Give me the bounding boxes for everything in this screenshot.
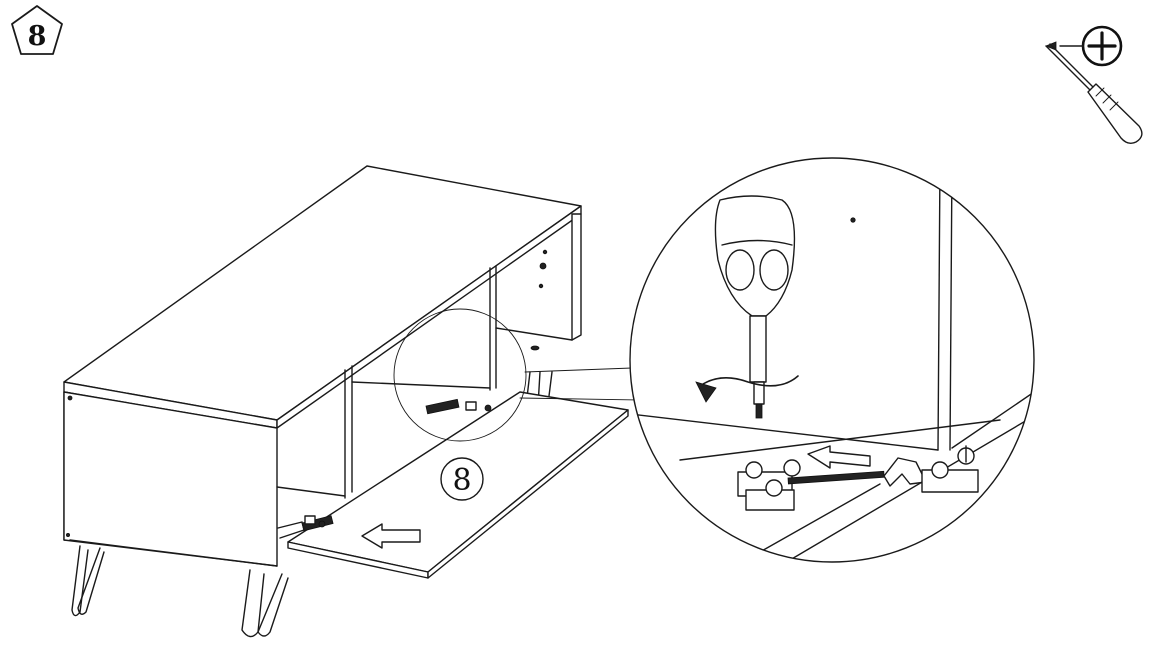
insert-direction-arrow <box>807 445 871 469</box>
screwdriver-detail <box>695 195 799 419</box>
door-panel: 8 <box>277 391 629 579</box>
hinge-top <box>425 398 492 415</box>
tv-stand-cabinet <box>63 165 582 638</box>
step-number: 8 <box>28 21 47 52</box>
zoom-source-circle <box>393 308 641 442</box>
panel-label: 8 <box>440 457 484 501</box>
phillips-screwdriver-icon <box>1044 25 1143 145</box>
hinge-detail <box>737 445 979 511</box>
magnified-detail <box>629 157 1035 563</box>
step-badge: 8 <box>11 5 63 55</box>
panel-label-number: 8 <box>452 463 471 498</box>
hinge-bottom <box>277 515 334 539</box>
slide-direction-arrow <box>361 523 421 549</box>
